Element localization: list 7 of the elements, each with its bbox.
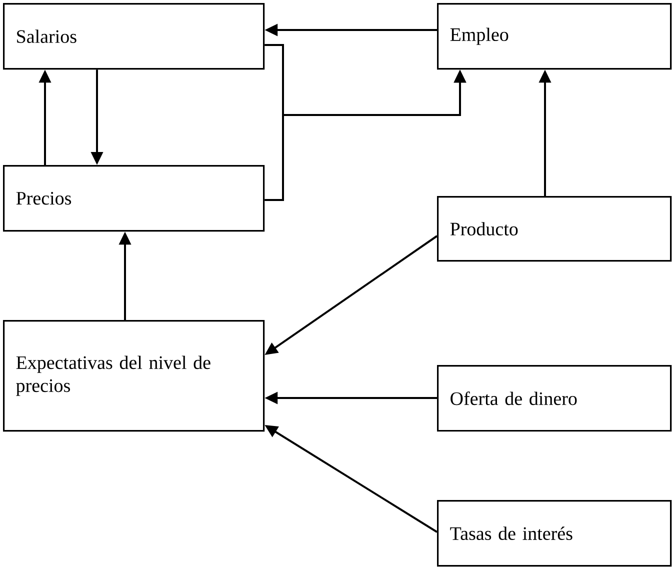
- process-box: Expectativas del nivel de precios: [3, 320, 265, 432]
- process-box: Tasas de interés: [437, 500, 672, 567]
- process-box: Precios: [3, 165, 265, 232]
- process-box: Oferta de dinero: [437, 365, 672, 432]
- process-box: Salarios: [3, 3, 265, 70]
- process-box: Empleo: [437, 3, 672, 70]
- process-box: Producto: [437, 196, 672, 262]
